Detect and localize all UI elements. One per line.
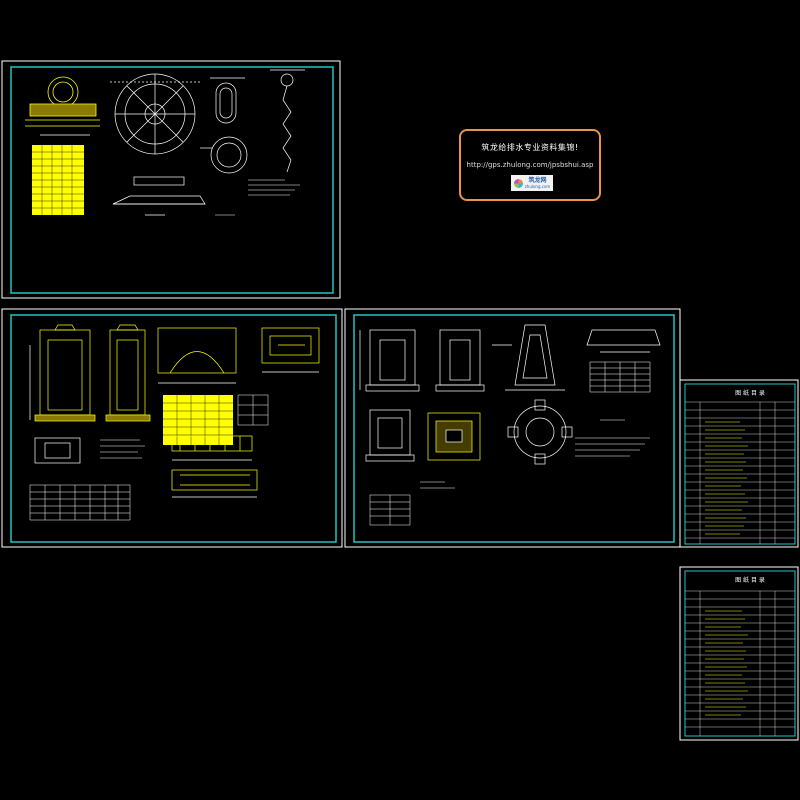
round-well-plan [507,399,573,465]
index-table-2-frame [679,566,799,741]
cover-seat-section [586,329,661,353]
material-table-1 [237,394,269,426]
well-section-5 [365,409,415,462]
chamber-plan [261,327,320,373]
index-table-2-heading: 图 纸 目 录 [735,576,765,584]
well-section-4 [435,329,485,392]
sheet-3-notes [420,419,650,489]
circular-cover-plan [110,73,200,155]
logo-icon [513,178,523,188]
well-section-3 [359,329,420,392]
slab-detail [171,469,258,498]
rebar-table-1 [32,145,84,215]
well-section-2 [105,324,151,422]
ring-detail [200,136,248,174]
beam-elevation [171,435,253,461]
arch-plan [157,327,237,384]
oval-frame-detail [210,77,245,124]
rebar-table-2 [163,395,233,445]
logo-subtext: zhulong.com [524,184,551,189]
site-logo: 筑龙网 zhulong.com [511,175,553,191]
banner-url-link[interactable]: http://gps.zhulong.com/jpsbshui.asp [466,161,594,169]
logo-name: 筑龙网 [528,177,547,184]
well-section-1 [29,324,96,422]
promo-banner[interactable]: 筑龙给排水专业资料集锦! http://gps.zhulong.com/jpsb… [459,129,601,201]
material-table-3 [369,494,411,526]
material-table-2 [589,361,651,393]
banner-title: 筑龙给排水专业资料集锦! [481,143,579,152]
chamber-plan-2 [427,412,481,461]
index-table-1-heading: 图 纸 目 录 [735,389,765,397]
manhole-cover-section [25,76,100,136]
sheet-1-notes [215,179,300,216]
cover-section-detail [112,176,206,216]
sheet-2 [1,308,343,548]
small-well-plan [34,437,81,464]
ladder-chain-detail [270,69,305,173]
sheet-3 [344,308,681,548]
quantity-table [29,484,131,521]
sheet-1 [1,60,341,299]
index-table-1-frame [679,379,799,548]
sheet-2-notes [100,439,145,459]
cone-section [492,324,565,391]
